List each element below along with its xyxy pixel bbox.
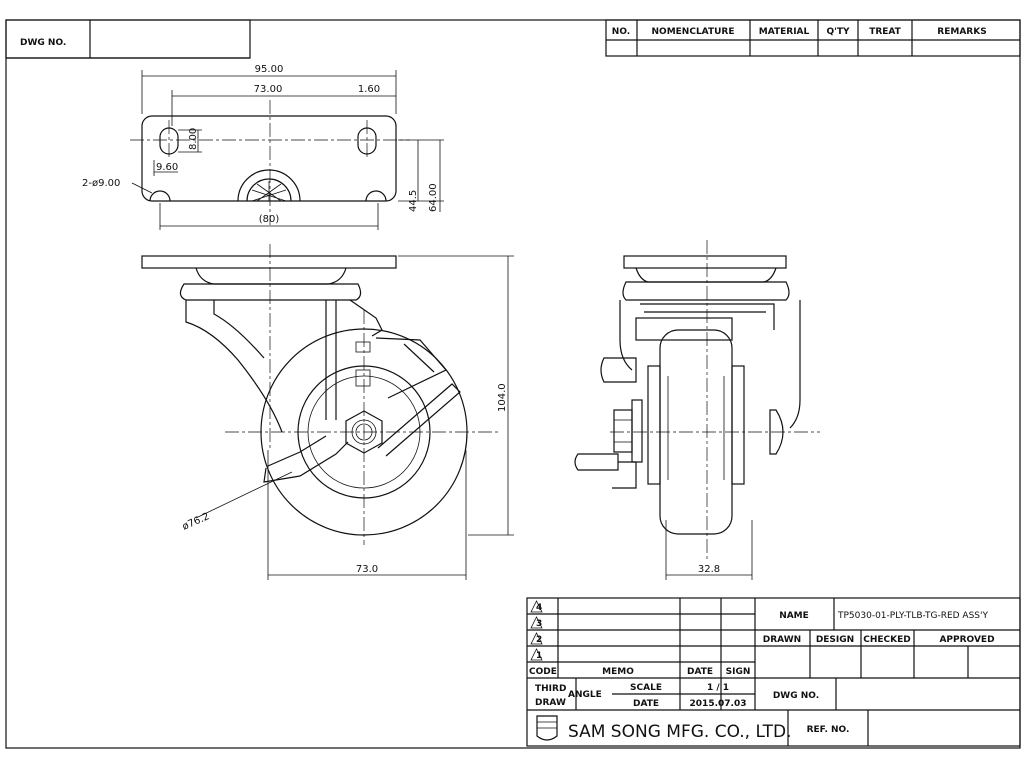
third-label: THIRD [535,684,566,694]
company-logo [536,715,558,741]
scale-value: 1 / 1 [707,683,729,693]
bom-col-material: MATERIAL [759,27,810,37]
dim-slot-offset: 9.60 [156,162,178,173]
dim-height: 104.0 [497,383,508,412]
dim-slot-len: 8.00 [188,128,199,150]
dim-wheel-dia: ø76.2 [181,511,211,533]
ref-no-label: REF. NO. [807,725,850,735]
bom-col-remarks: REMARKS [937,27,986,37]
sheet-border [5,19,1021,749]
name-label: NAME [779,611,809,621]
dim-hole-spacing: 73.00 [254,84,283,95]
dim-side-width: 73.0 [356,564,378,575]
approved-label: APPROVED [939,635,994,645]
dwg-no-label: DWG NO. [20,38,66,48]
dim-holes: 2-ø9.00 [82,178,120,189]
memo-label: MEMO [602,667,634,677]
draw-label: DRAW [535,698,566,708]
bom-col-treat: TREAT [869,27,901,37]
dwg-no-box: DWG NO. [5,19,251,59]
bom-col-no: NO. [612,27,630,37]
company-name: SAM SONG MFG. CO., LTD. [568,722,791,742]
dim-wheel-width: 32.8 [698,564,720,575]
rev-3: 3 [536,619,542,629]
name-value: TP5030-01-PLY-TLB-TG-RED ASS'Y [837,611,988,621]
rev-2: 2 [536,635,542,645]
sign-label: SIGN [726,667,751,677]
code-label: CODE [529,667,557,677]
title-block: 4 3 2 1 CODE MEMO DATE SIGN THIRD ANGLE … [526,597,1021,747]
date-row-label: DATE [633,699,659,709]
dim-depth-outer: 64.00 [428,183,439,212]
bom-col-qty: Q'TY [826,27,850,37]
dwg-no-tb-label: DWG NO. [773,691,819,701]
drawn-label: DRAWN [763,635,801,645]
dim-inner-width: (80) [259,214,280,225]
checked-label: CHECKED [863,635,910,645]
front-view: 32.8 [574,240,820,580]
dim-depth-inner: 44.5 [408,190,419,212]
bom-table: NO. NOMENCLATURE MATERIAL Q'TY TREAT REM… [605,19,1021,57]
dim-slot-small: 1.60 [358,84,380,95]
side-view: 104.0 ø76.2 73.0 [141,244,514,580]
rev-1: 1 [536,651,542,661]
dim-top-width: 95.00 [255,64,284,75]
design-label: DESIGN [816,635,854,645]
angle-label: ANGLE [568,690,602,700]
rev-4: 4 [536,603,542,613]
date-col-label: DATE [687,667,713,677]
scale-label: SCALE [630,683,662,693]
bom-col-nomenclature: NOMENCLATURE [652,27,735,37]
date-value: 2015.07.03 [690,699,747,709]
top-plate-view: 95.00 73.00 1.60 8.00 9.60 2-ø9.00 (80) … [82,64,444,230]
